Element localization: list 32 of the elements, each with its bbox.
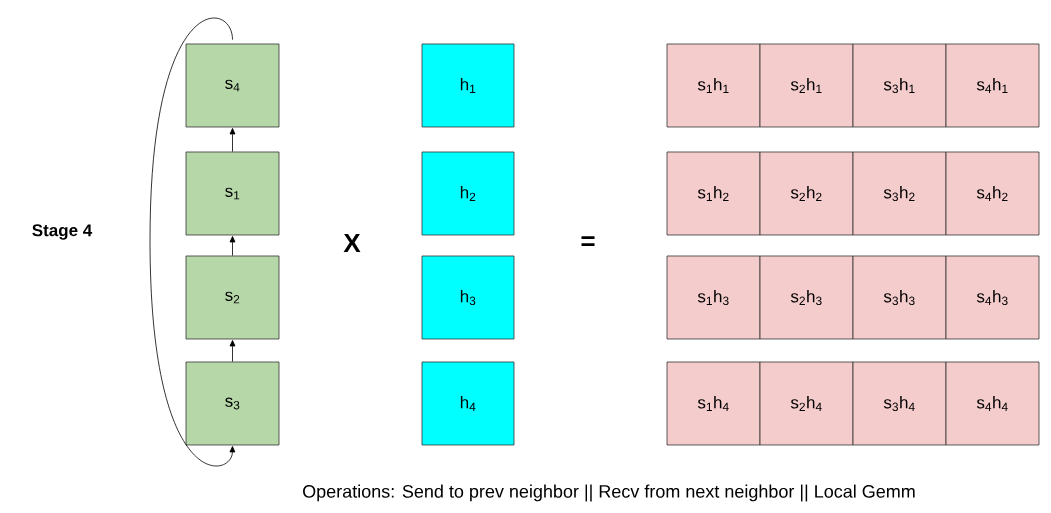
product-cell: s$_{4}$h$_{3}$ [945, 255, 1040, 340]
caption: Operations: Send to prev neighbor || Recv from next neighbor || Local Gemm [303, 484, 915, 502]
product-cell: s$_{1}$h$_{3}$ [666, 255, 761, 340]
stage-label: Stage 4 [32, 224, 93, 240]
stage-box: s$_{1}$ [185, 151, 280, 236]
vector-box: h$_{4}$ [421, 361, 515, 446]
product-cell: s$_{3}$h$_{1}$ [852, 43, 947, 128]
multiply-sign: X [343, 234, 361, 252]
product-cell: s$_{1}$h$_{4}$ [666, 361, 761, 446]
product-cell: s$_{4}$h$_{1}$ [945, 43, 1040, 128]
stage-box: s$_{3}$ [185, 361, 280, 446]
stage-box: s$_{4}$ [185, 43, 280, 128]
product-cell: s$_{2}$h$_{4}$ [759, 361, 854, 446]
product-cell: s$_{1}$h$_{2}$ [666, 151, 761, 236]
product-cell: s$_{2}$h$_{3}$ [759, 255, 854, 340]
arrow [229, 236, 236, 256]
vector-box: h$_{1}$ [421, 43, 515, 128]
equals-sign: = [581, 236, 595, 247]
product-cell: s$_{3}$h$_{2}$ [852, 151, 947, 236]
product-cell: s$_{4}$h$_{4}$ [945, 361, 1040, 446]
product-cell: s$_{3}$h$_{4}$ [852, 361, 947, 446]
vector-box: h$_{3}$ [421, 255, 515, 340]
product-cell: s$_{2}$h$_{1}$ [759, 43, 854, 128]
product-cell: s$_{2}$h$_{2}$ [759, 151, 854, 236]
arrow [149, 17, 236, 467]
arrow [229, 128, 236, 152]
product-cell: s$_{1}$h$_{1}$ [666, 43, 761, 128]
stage-box: s$_{2}$ [185, 255, 280, 340]
product-cell: s$_{3}$h$_{3}$ [852, 255, 947, 340]
product-cell: s$_{4}$h$_{2}$ [945, 151, 1040, 236]
arrow [229, 340, 236, 362]
vector-box: h$_{2}$ [421, 151, 515, 236]
